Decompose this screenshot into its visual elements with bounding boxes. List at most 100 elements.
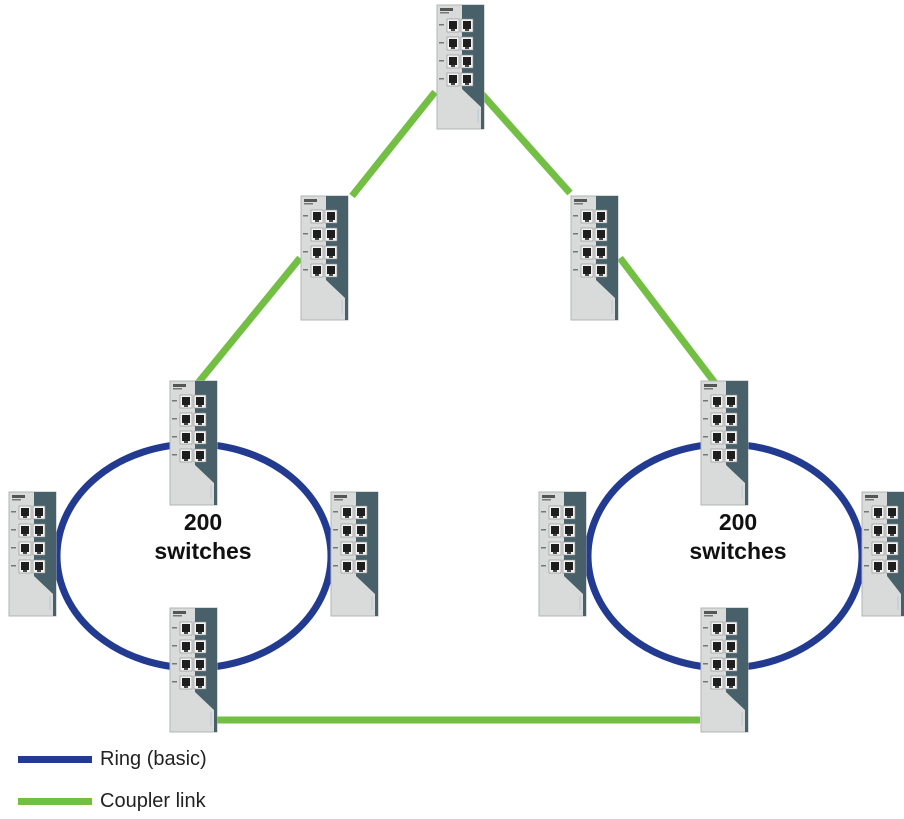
port-label-mark (172, 681, 177, 683)
ethernet-port-icon (449, 39, 457, 47)
port-latch (184, 632, 188, 634)
port-latch (23, 552, 27, 554)
port-latch (198, 650, 202, 652)
ethernet-port-icon (35, 544, 43, 552)
port-label-mark (541, 529, 546, 531)
ethernet-port-icon (713, 660, 721, 668)
port-latch (567, 516, 571, 518)
ethernet-port-icon (888, 562, 896, 570)
ethernet-port-icon (449, 57, 457, 65)
ethernet-port-icon (551, 508, 559, 516)
port-latch (553, 570, 557, 572)
port-label-mark (333, 529, 338, 531)
port-latch (315, 256, 319, 258)
ethernet-port-icon (727, 433, 735, 441)
ethernet-port-icon (727, 451, 735, 459)
ethernet-port-icon (343, 508, 351, 516)
port-latch (329, 238, 333, 240)
ethernet-port-icon (343, 562, 351, 570)
port-latch (198, 686, 202, 688)
port-latch (715, 686, 719, 688)
ethernet-port-icon (327, 248, 335, 256)
port-latch (890, 516, 894, 518)
ethernet-port-icon (583, 248, 591, 256)
port-label-mark (333, 511, 338, 513)
switch-logo (704, 384, 717, 387)
port-label-mark (11, 511, 16, 513)
port-latch (359, 570, 363, 572)
switch-model-text (741, 712, 743, 726)
ring-left-label-count: 200 (184, 509, 222, 535)
ethernet-port-icon (196, 433, 204, 441)
port-label-mark (864, 565, 869, 567)
switch-model-text (210, 485, 212, 499)
ethernet-port-icon (313, 266, 321, 274)
switch-upper-left (300, 195, 349, 321)
switch-ring-left-bottom (169, 607, 218, 733)
port-label-mark (439, 78, 444, 80)
port-label-mark (172, 645, 177, 647)
switch-logo (440, 8, 453, 11)
port-latch (184, 441, 188, 443)
port-latch (729, 632, 733, 634)
ethernet-port-icon (196, 678, 204, 686)
switch-model-text (341, 300, 343, 314)
switch-model-text (897, 596, 899, 610)
ethernet-port-icon (874, 562, 882, 570)
port-label-mark (573, 233, 578, 235)
ethernet-port-icon (313, 248, 321, 256)
switch-ring-right-left (538, 491, 587, 617)
port-latch (315, 238, 319, 240)
port-latch (198, 632, 202, 634)
port-latch (184, 423, 188, 425)
ethernet-port-icon (357, 508, 365, 516)
port-latch (465, 47, 469, 49)
port-latch (345, 534, 349, 536)
ethernet-port-icon (182, 660, 190, 668)
port-latch (451, 29, 455, 31)
port-latch (37, 516, 41, 518)
port-latch (567, 570, 571, 572)
ethernet-port-icon (565, 526, 573, 534)
port-label-mark (172, 418, 177, 420)
port-label-mark (439, 24, 444, 26)
ethernet-port-icon (551, 562, 559, 570)
port-label-mark (573, 215, 578, 217)
port-latch (315, 220, 319, 222)
port-label-mark (172, 436, 177, 438)
port-label-mark (703, 400, 708, 402)
port-latch (729, 686, 733, 688)
port-latch (585, 256, 589, 258)
port-latch (890, 570, 894, 572)
ethernet-port-icon (463, 75, 471, 83)
switch-logo-sub (173, 615, 182, 617)
port-label-mark (703, 418, 708, 420)
ethernet-port-icon (327, 266, 335, 274)
ethernet-port-icon (888, 544, 896, 552)
switch-logo-sub (334, 499, 343, 501)
port-label-mark (333, 547, 338, 549)
ethernet-port-icon (357, 562, 365, 570)
port-latch (567, 552, 571, 554)
ethernet-port-icon (35, 562, 43, 570)
ethernet-port-icon (727, 624, 735, 632)
ethernet-port-icon (182, 642, 190, 650)
ethernet-port-icon (182, 451, 190, 459)
port-latch (599, 220, 603, 222)
ethernet-port-icon (21, 562, 29, 570)
ethernet-port-icon (343, 526, 351, 534)
port-latch (465, 29, 469, 31)
switch-model-text (210, 712, 212, 726)
ethernet-port-icon (888, 508, 896, 516)
port-latch (451, 83, 455, 85)
port-latch (329, 256, 333, 258)
port-latch (599, 274, 603, 276)
port-latch (345, 552, 349, 554)
switch-ring-right-top (700, 380, 749, 506)
ethernet-port-icon (713, 415, 721, 423)
port-latch (184, 668, 188, 670)
switch-logo (542, 495, 555, 498)
port-latch (315, 274, 319, 276)
switch-model-text (371, 596, 373, 610)
switch-model-text (611, 300, 613, 314)
